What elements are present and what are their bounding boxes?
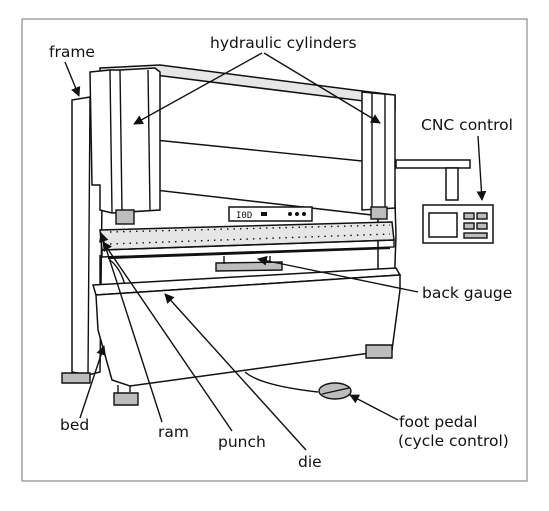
arrow-die — [164, 293, 307, 451]
frame-foot-right — [365, 344, 393, 359]
arrow-hydraulic-right — [263, 52, 381, 124]
label-ram: ram — [158, 423, 189, 441]
figure-border — [21, 18, 528, 482]
right-cylinder-housing — [361, 91, 396, 211]
label-punch: punch — [218, 433, 266, 451]
press-brake-machine: I0D — [61, 64, 494, 406]
arrow-bed — [79, 345, 106, 419]
frame-foot-left — [61, 372, 91, 384]
arrow-frame — [64, 61, 81, 97]
bed-apron — [95, 274, 401, 387]
label-bed: bed — [60, 416, 89, 434]
front-control-strip — [228, 206, 313, 222]
cnc-screen — [428, 212, 458, 238]
bed-foot — [113, 392, 139, 406]
cnc-arm — [395, 159, 471, 169]
left-cylinder-rod — [115, 209, 135, 225]
ram — [99, 221, 395, 251]
arrow-cnc-control — [476, 135, 487, 201]
labels: frame hydraulic cylinders CNC control ba… — [49, 34, 513, 471]
arrow-foot-pedal — [349, 394, 399, 421]
label-frame: frame — [49, 43, 95, 61]
arrow-hydraulic-left — [133, 52, 263, 125]
right-cylinder-rod — [370, 206, 388, 220]
label-foot-pedal: foot pedal — [399, 413, 477, 431]
back-gauge — [215, 261, 283, 272]
label-cnc-control: CNC control — [421, 116, 513, 134]
label-die: die — [298, 453, 322, 471]
label-cycle-control: (cycle control) — [398, 432, 509, 450]
leader-arrows — [64, 52, 487, 451]
front-control-display: I0D — [236, 211, 252, 221]
cnc-post — [445, 167, 459, 201]
arrow-punch — [102, 241, 233, 432]
arrow-back-gauge — [257, 255, 419, 293]
punch — [107, 246, 391, 260]
arrow-ram — [99, 232, 163, 423]
left-cylinder-housing — [89, 67, 161, 214]
label-back-gauge: back gauge — [422, 284, 512, 302]
label-hydraulic-cylinders: hydraulic cylinders — [210, 34, 357, 52]
foot-pedal-cable — [244, 371, 319, 393]
